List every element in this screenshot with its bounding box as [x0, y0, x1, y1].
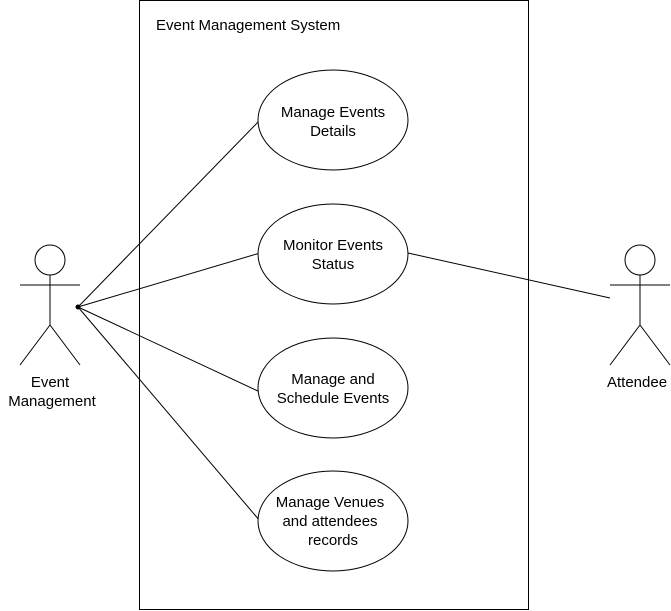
- system-title: Event Management System: [156, 17, 340, 34]
- association-line-monitor-events-status: [77, 252, 261, 308]
- stick-figure-icon: [19, 244, 81, 366]
- use-case-ellipse: [257, 203, 409, 305]
- use-case-ellipse: [257, 69, 409, 171]
- actor-attendee: Attendee: [607, 244, 671, 391]
- actor-label-line: Event: [31, 374, 70, 391]
- stick-figure-icon: [609, 244, 671, 366]
- use-case-label-line: Status: [312, 256, 355, 273]
- association-line-manage-events-details: [77, 119, 261, 308]
- use-case-manage-venues-records: Manage Venues and attendees records: [257, 470, 409, 572]
- use-case-ellipse: [257, 337, 409, 439]
- use-case-manage-schedule-events: Manage and Schedule Events: [257, 337, 409, 439]
- use-case-ellipse: [257, 470, 409, 572]
- use-case-label-line: Manage Events: [281, 104, 385, 121]
- association-line-manage-venues-records: [77, 306, 261, 522]
- use-case-label-line: records: [308, 532, 358, 549]
- use-case-label-line: Details: [310, 123, 356, 140]
- use-case-manage-events-details: Manage Events Details: [257, 69, 409, 171]
- use-case-monitor-events-status: Monitor Events Status: [257, 203, 409, 305]
- actor-event-management: Event Management: [8, 244, 97, 410]
- use-case-label-line: Manage and: [291, 371, 374, 388]
- association-line-manage-schedule-events: [77, 306, 261, 393]
- actor-label-line: Management: [8, 393, 96, 410]
- connection-point: [75, 304, 81, 310]
- use-case-label-line: Monitor Events: [283, 237, 383, 254]
- use-case-label-line: Schedule Events: [277, 390, 390, 407]
- actor-label: Attendee: [607, 374, 667, 391]
- use-case-label-line: and attendees: [282, 513, 377, 530]
- use-case-label-line: Manage Venues: [276, 494, 384, 511]
- association-line-attendee-monitor: [407, 252, 611, 299]
